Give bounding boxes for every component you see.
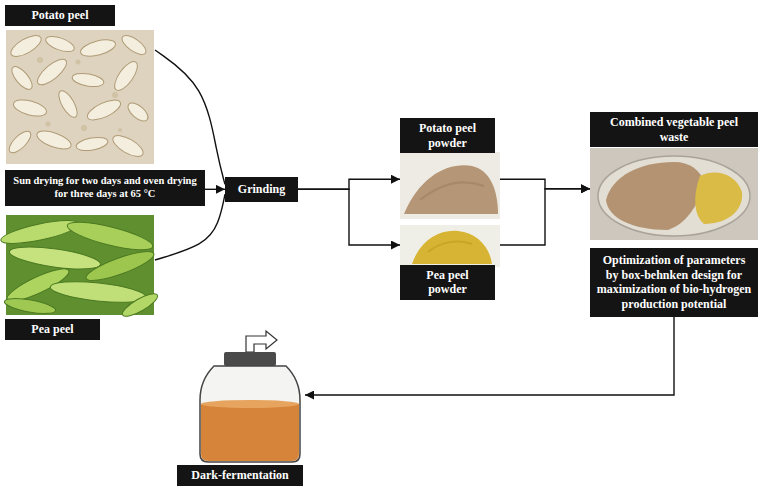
- process-box: Sun drying for two days and oven drying …: [5, 170, 205, 206]
- flow-arrow: [500, 189, 590, 245]
- node-label: Optimization of parameters by box-behnke…: [596, 253, 752, 312]
- node-label: Dark-fermentation: [183, 468, 297, 483]
- image-panel: Pea peel powder: [400, 225, 500, 300]
- image-panel: Combined vegetable peel waste: [590, 112, 758, 240]
- flow-arrow: [155, 50, 225, 184]
- combined-waste-photo: [590, 148, 758, 240]
- label-band: Pea peel powder: [400, 265, 495, 300]
- label-band: Combined vegetable peel waste: [590, 112, 758, 147]
- label-band: Potato peel: [5, 5, 115, 26]
- fermentation-bottle: [200, 331, 300, 462]
- flow-arrow: [298, 189, 400, 245]
- potato-peel-photo: [6, 30, 154, 164]
- label-band: Pea peel: [5, 319, 100, 340]
- node-label: Combined vegetable peel waste: [596, 115, 752, 144]
- node-label: Grinding: [231, 182, 292, 197]
- process-box: Optimization of parameters by box-behnke…: [590, 248, 758, 317]
- node-label: Sun drying for two days and oven drying …: [11, 175, 199, 201]
- node-label: Potato peel powder: [406, 121, 489, 150]
- flow-arrow: [500, 179, 590, 189]
- image-panel: Pea peel: [5, 215, 155, 340]
- image-panel: Dark-fermentation: [175, 340, 305, 486]
- image-panel: Potato peel: [5, 5, 155, 165]
- pea-powder-photo: [400, 225, 500, 267]
- flow-arrow: [298, 179, 400, 189]
- pea-peel-photo: [0, 215, 160, 320]
- label-band: Dark-fermentation: [177, 465, 303, 486]
- node-label: Pea peel: [11, 322, 94, 337]
- image-panel: Potato peel powder: [400, 118, 500, 220]
- potato-powder-photo: [400, 152, 500, 219]
- node-label: Pea peel powder: [406, 268, 489, 297]
- node-label: Potato peel: [11, 8, 109, 23]
- label-band: Potato peel powder: [400, 118, 495, 153]
- flow-arrow: [205, 189, 225, 190]
- flow-arrow: [305, 317, 674, 396]
- process-box: Grinding: [225, 177, 298, 202]
